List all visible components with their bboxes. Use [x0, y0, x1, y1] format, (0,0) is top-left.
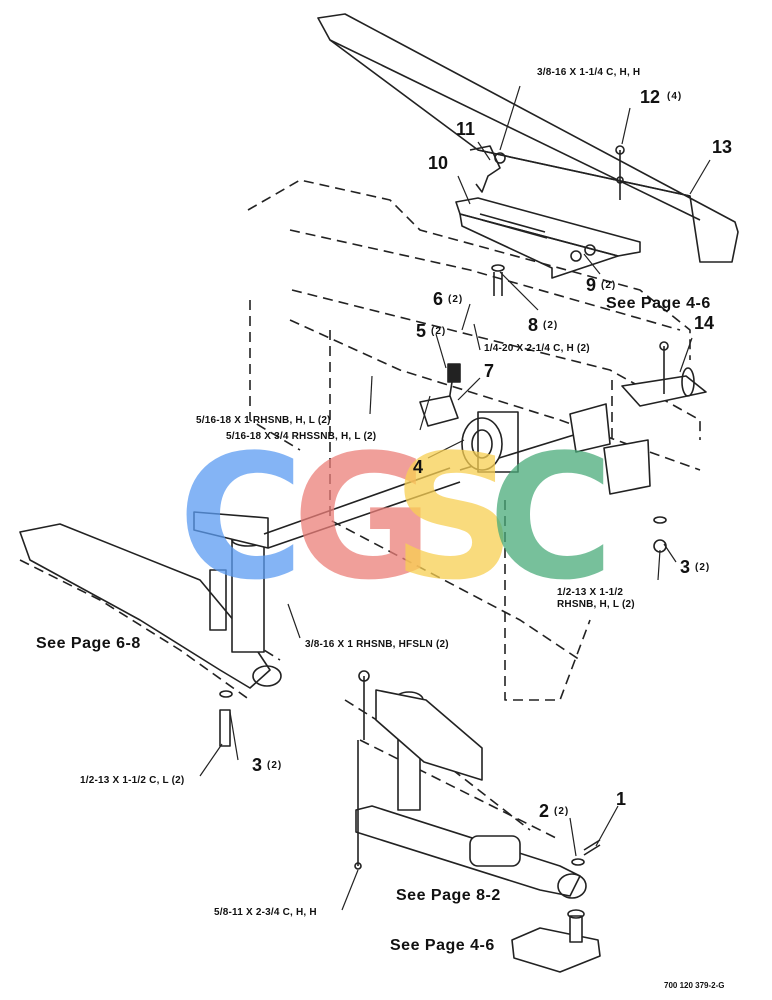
callout-8: 8 — [528, 315, 539, 335]
callout-11: 11 — [456, 119, 476, 139]
callout-13: 13 — [712, 137, 733, 157]
lower-link — [355, 805, 587, 899]
callout-5: 5 — [416, 321, 427, 341]
see-page-ref: See Page 6-8 — [36, 635, 141, 652]
watermark-letter: C — [178, 417, 305, 618]
callout-6: 6 — [433, 289, 444, 309]
part-2-washer — [571, 858, 585, 866]
callout-3-right-qty: (2) — [695, 562, 711, 573]
spec-label: 5/8-11 X 2-3/4 C, H, H — [214, 907, 317, 918]
spec-label: RHSNB, H, L (2) — [557, 599, 635, 610]
watermark-letter: S — [392, 417, 516, 618]
part-11-bracket — [469, 145, 506, 193]
part-1-pin — [583, 839, 601, 856]
part-13-shield — [317, 13, 739, 263]
right-brackets — [569, 403, 651, 495]
callout-7: 7 — [484, 361, 495, 381]
part-3-hardware-right — [653, 516, 667, 553]
callout-9: 9 — [586, 275, 597, 295]
callout-14: 14 — [694, 313, 715, 333]
callout-3-right: 3 — [680, 557, 691, 577]
part-10-bracket — [455, 197, 641, 279]
foot-plate — [511, 909, 601, 973]
spec-label: 1/4-20 X 2-1/4 C, H (2) — [484, 343, 590, 354]
callout-5-qty: (2) — [431, 326, 447, 337]
callout-4: 4 — [413, 457, 424, 477]
spec-label: 3/8-16 X 1-1/4 C, H, H — [537, 67, 641, 78]
callout-3-left: 3 — [252, 755, 263, 775]
part-14-plate — [621, 341, 707, 407]
callout-10: 10 — [428, 153, 449, 173]
callout-2-qty: (2) — [554, 806, 570, 817]
callout-2: 2 — [539, 801, 550, 821]
callout-12: 12 — [640, 87, 661, 107]
callout-6-qty: (2) — [448, 294, 464, 305]
spec-label: 3/8-16 X 1 RHSNB, HFSLN (2) — [305, 639, 449, 650]
see-page-ref: See Page 8-2 — [396, 887, 501, 904]
callout-12-qty: (4) — [667, 91, 683, 102]
leader-lines — [199, 85, 711, 911]
spec-label: 1/2-13 X 1-1/2 — [557, 587, 624, 598]
left-arm — [19, 511, 282, 689]
callout-9-qty: (2) — [601, 280, 617, 291]
callout-3-left-qty: (2) — [267, 760, 283, 771]
part-3-hardware-left — [219, 690, 233, 747]
lower-pivot — [358, 670, 483, 811]
figure-reference: 700 120 379-2-G — [664, 981, 725, 990]
callout-8-qty: (2) — [543, 320, 559, 331]
spec-label: 1/2-13 X 1-1/2 C, L (2) — [80, 775, 185, 786]
bolt-5-8-11 — [354, 740, 362, 870]
callout-1: 1 — [616, 789, 627, 809]
watermark-letter: G — [292, 417, 434, 618]
spec-label: 5/16-18 X 1 RHSNB, H, L (2) — [196, 415, 331, 426]
part-12-bolt — [615, 145, 625, 200]
spec-label: 5/16-18 X 3/4 RHSSNB, H, L (2) — [226, 431, 377, 442]
part-4-gearbox — [461, 411, 519, 473]
see-page-ref: See Page 4-6 — [390, 937, 495, 954]
part-9-nut — [570, 244, 596, 262]
part-8-bolt — [491, 264, 505, 296]
watermark-letter: C — [488, 417, 615, 618]
part-7-bracket — [419, 395, 459, 427]
see-page-ref: See Page 4-6 — [606, 295, 711, 312]
